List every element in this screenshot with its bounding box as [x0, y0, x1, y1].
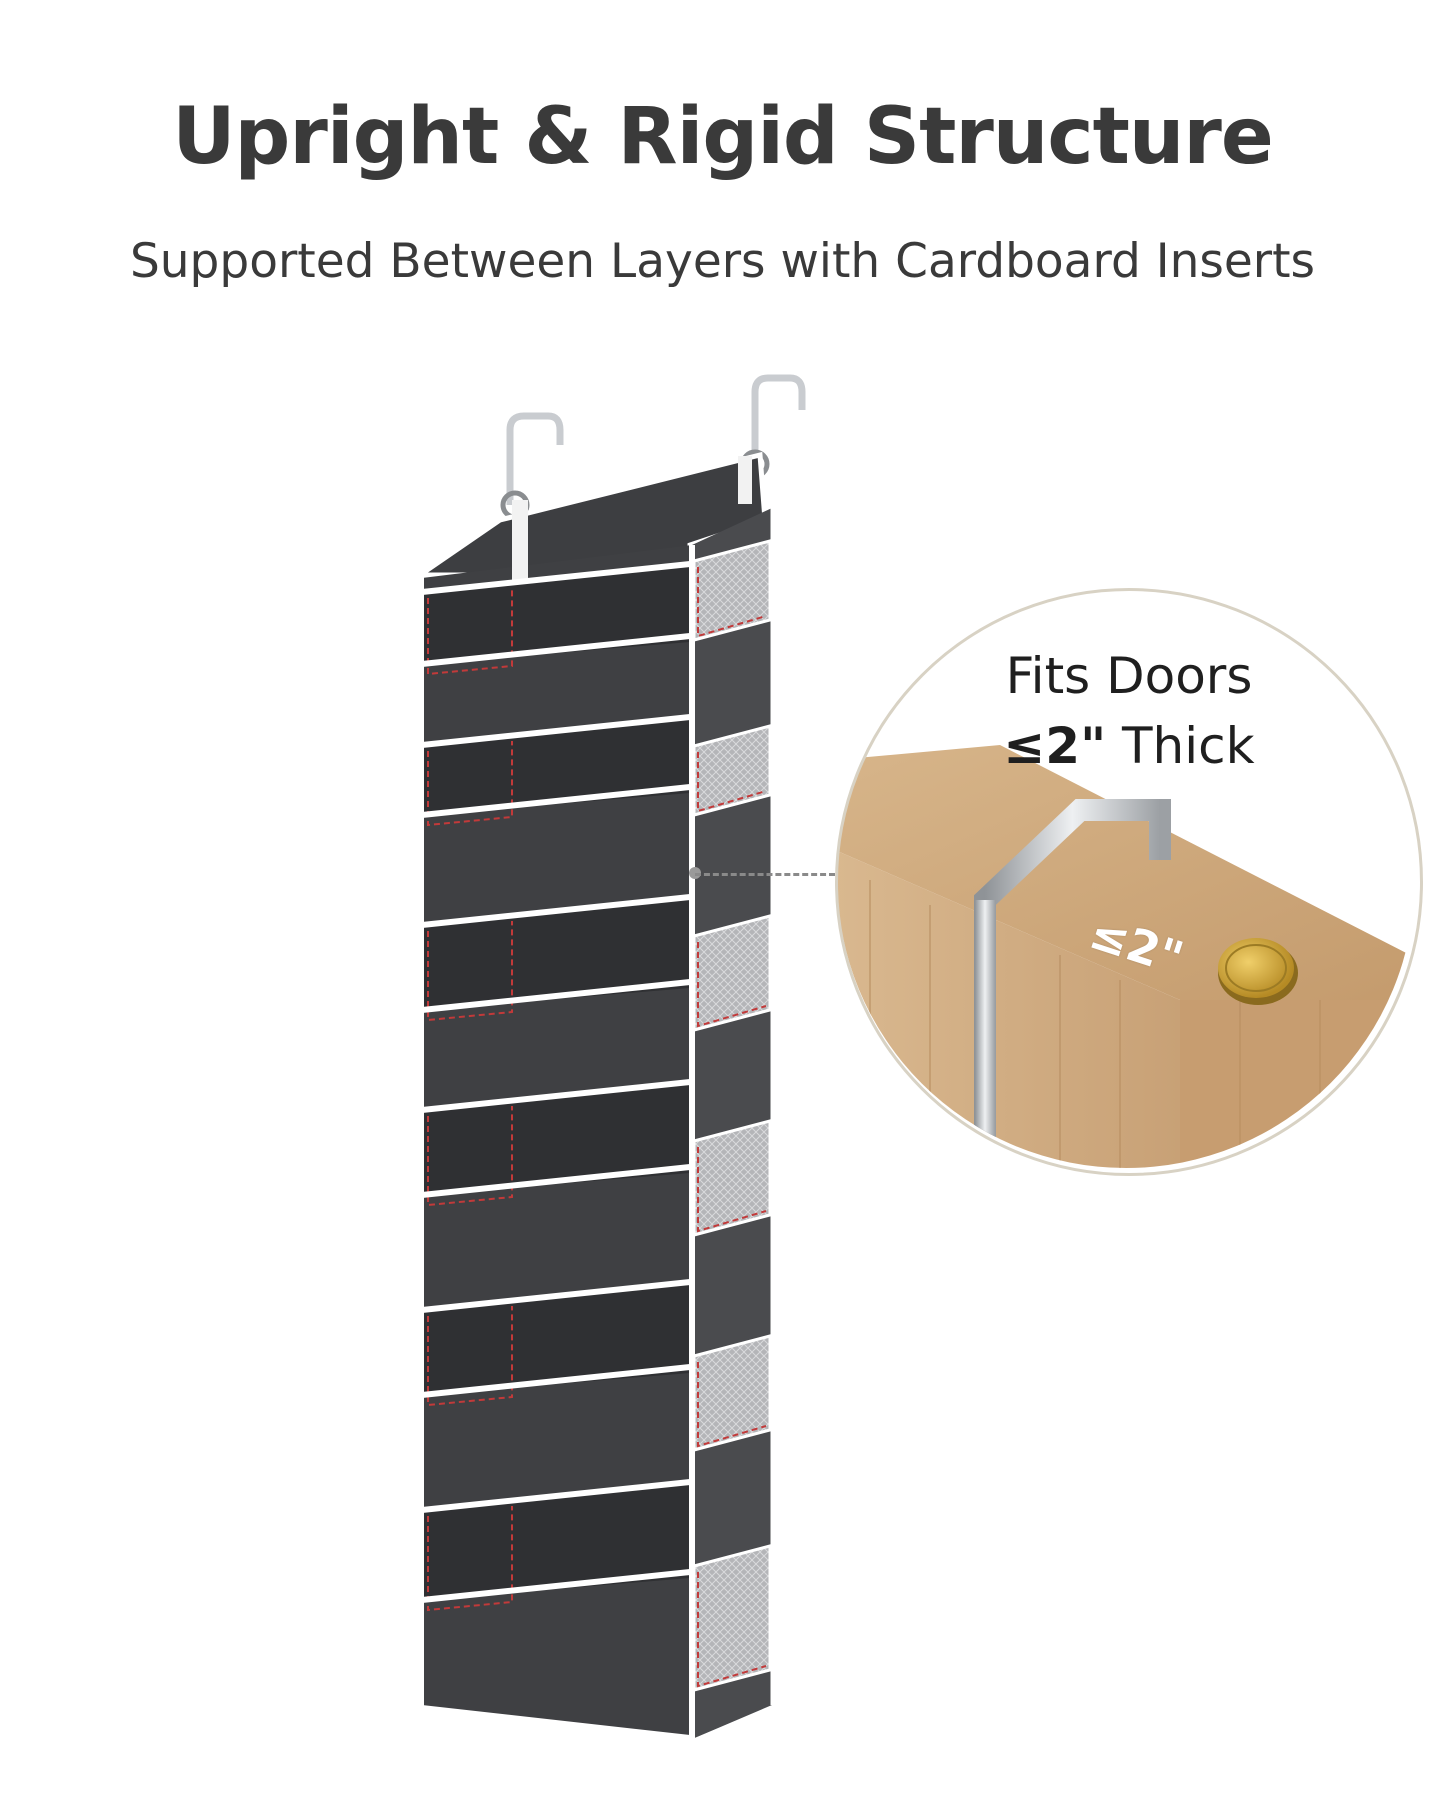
cardboard-insert-outline	[427, 1306, 513, 1407]
shelf-flap	[422, 564, 690, 664]
shelf-trim	[421, 979, 691, 1013]
cardboard-insert-outline	[697, 942, 767, 1028]
cardboard-insert-outline	[427, 921, 513, 1022]
mesh-pocket	[692, 1334, 772, 1452]
callout-thickness-value: ≤2"	[1003, 717, 1107, 775]
page-title: Upright & Rigid Structure	[172, 92, 1274, 182]
shelf-trim	[421, 633, 691, 667]
shelf-trim	[421, 784, 691, 818]
mesh-pocket	[692, 1544, 772, 1692]
callout-line2: ≤2" Thick	[838, 721, 1420, 771]
connector-line	[695, 873, 835, 876]
door-hook-icon	[500, 374, 806, 520]
shelf-trim	[421, 1079, 691, 1113]
shelf-trim	[421, 1279, 691, 1313]
shelf-trim	[421, 714, 691, 748]
shelf-trim	[421, 1164, 691, 1198]
shelf-flap	[422, 1082, 690, 1195]
shelf-trim	[421, 1569, 691, 1603]
outer-trim	[416, 508, 778, 1748]
callout-line1: Fits Doors	[1005, 647, 1253, 705]
cardboard-insert-outline	[427, 1106, 513, 1207]
shelf-flap	[422, 1282, 690, 1395]
callout-circle: Fits Doors ≤2" Thick	[835, 588, 1423, 1176]
shelf-trim	[421, 1479, 691, 1513]
shelf-flap	[422, 897, 690, 1010]
mesh-pocket	[692, 1119, 772, 1237]
cardboard-insert-outline	[697, 567, 767, 638]
shelf-trim	[421, 561, 691, 595]
mesh-pocket	[692, 914, 772, 1032]
cardboard-insert-outline	[697, 1362, 767, 1448]
shelf-rows	[421, 561, 691, 1612]
page-subtitle: Supported Between Layers with Cardboard …	[129, 234, 1316, 289]
shelf-flap	[422, 717, 690, 815]
shelf-flap	[422, 1482, 690, 1600]
shelf-trim	[421, 1364, 691, 1398]
shelf-trim	[421, 894, 691, 928]
callout-thickness-unit: Thick	[1106, 717, 1255, 775]
cardboard-insert-outline	[697, 1572, 767, 1688]
cardboard-insert-outline	[697, 1147, 767, 1233]
